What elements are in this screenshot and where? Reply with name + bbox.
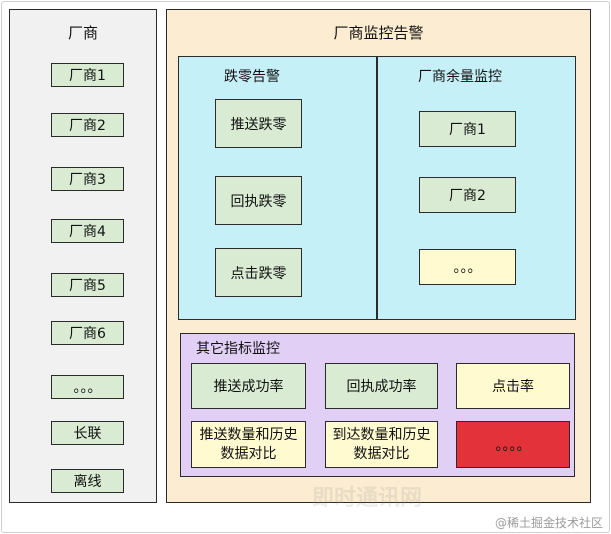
zero-alarm-title: 跌零告警 <box>224 69 280 85</box>
other-metrics-more-box: 。。。。 <box>456 421 570 468</box>
arrival-count-history-line2: 数据对比 <box>353 445 410 462</box>
arrival-count-history-compare-box: 到达数量和历史 数据对比 <box>325 421 438 468</box>
vendor-column-title: 厂商 <box>67 24 98 42</box>
balance-monitor-title: 厂商余量监控 <box>418 69 502 85</box>
click-drop-zero-box: 点击跌零 <box>215 248 302 297</box>
vendor-box-offline: 离线 <box>51 469 124 493</box>
vendor-column <box>9 9 157 503</box>
vendor-box-3: 厂商3 <box>51 167 124 191</box>
push-drop-zero-box: 推送跌零 <box>215 99 302 148</box>
vendor-box-1: 厂商1 <box>51 63 124 87</box>
receipt-drop-zero-box: 回执跌零 <box>215 176 302 225</box>
push-count-history-line1: 推送数量和历史 <box>199 426 298 443</box>
balance-vendor-2-box: 厂商2 <box>419 177 516 213</box>
push-success-rate-box: 推送成功率 <box>191 363 306 409</box>
vendor-box-4: 厂商4 <box>51 219 124 243</box>
credit-text: @稀土掘金技术社区 <box>494 516 603 530</box>
receipt-success-rate-box: 回执成功率 <box>325 363 438 409</box>
vendor-box-long-connection: 长联 <box>51 421 124 445</box>
vendor-box-6: 厂商6 <box>51 321 124 345</box>
vendor-box-2: 厂商2 <box>51 113 124 137</box>
click-rate-box: 点击率 <box>456 363 570 409</box>
push-count-history-line2: 数据对比 <box>220 445 277 462</box>
arrival-count-history-line1: 到达数量和历史 <box>332 426 431 443</box>
push-count-history-compare-box: 推送数量和历史 数据对比 <box>191 421 306 468</box>
vendor-box-more: 。。。 <box>51 375 124 399</box>
balance-vendor-1-box: 厂商1 <box>419 111 516 147</box>
monitor-panel-title: 厂商监控告警 <box>333 24 424 42</box>
vendor-box-5: 厂商5 <box>51 273 124 297</box>
balance-more-box: 。。。 <box>419 249 516 285</box>
alarm-section-divider <box>376 56 378 320</box>
other-metrics-title: 其它指标监控 <box>196 341 280 357</box>
